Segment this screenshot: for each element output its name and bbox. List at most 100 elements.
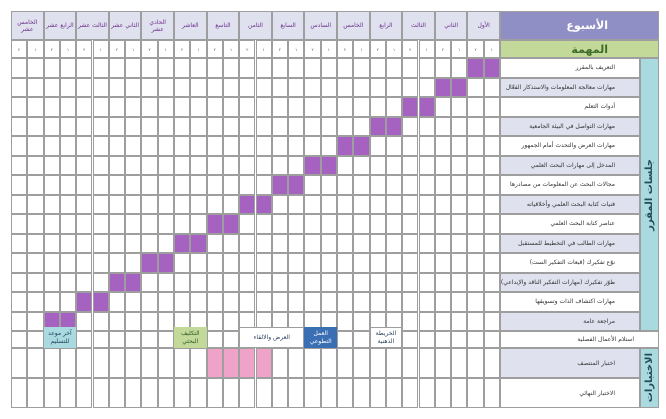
grid-cell: [92, 58, 109, 78]
grid-cell: [125, 116, 142, 136]
grid-cell: [255, 253, 272, 273]
grid-cell: [59, 175, 77, 195]
grid-cell: [125, 136, 142, 156]
exams-sidebar: الاختبارات: [640, 348, 659, 408]
grid-cell: [467, 253, 484, 273]
grid-cell: [125, 194, 142, 214]
half-label: ٢: [402, 40, 419, 58]
grid-cell: [304, 58, 321, 78]
half-label: ١: [483, 40, 500, 58]
grid-cell: [320, 77, 337, 97]
grid-cell: [255, 214, 272, 234]
grid-cell: [141, 331, 158, 348]
half-label: ١: [353, 40, 370, 58]
schedule-bar: [255, 194, 272, 214]
grid-cell: [108, 136, 126, 156]
grid-cell: [369, 175, 386, 195]
grid-cell: [369, 378, 386, 408]
task-label: أدوات التعلم: [500, 97, 640, 117]
grid-cell: [27, 214, 44, 234]
grid-cell: [288, 155, 305, 175]
grid-cell: [108, 253, 126, 273]
grid-cell: [337, 175, 354, 195]
grid-cell: [157, 77, 174, 97]
grid-cell: [43, 175, 60, 195]
grid-cell: [337, 348, 354, 378]
grid-cell: [108, 331, 126, 348]
grid-cell: [434, 292, 452, 312]
grid-cell: [43, 155, 60, 175]
grid-cell: [125, 58, 142, 78]
grid-cell: [483, 116, 500, 136]
grid-cell: [222, 253, 240, 273]
grid-cell: [271, 97, 289, 117]
grid-cell: [418, 116, 435, 136]
grid-cell: [43, 136, 60, 156]
grid-cell: [434, 348, 452, 378]
grid-cell: [288, 378, 305, 408]
grid-cell: [206, 233, 223, 253]
grid-cell: [27, 97, 44, 117]
grid-cell: [337, 116, 354, 136]
grid-cell: [108, 77, 126, 97]
grid-cell: [92, 136, 109, 156]
grid-cell: [206, 155, 223, 175]
grid-cell: [141, 311, 158, 331]
grid-cell: [108, 214, 126, 234]
grid-cell: [353, 155, 370, 175]
grid-cell: [288, 136, 305, 156]
half-label: ٢: [239, 40, 256, 58]
grid-cell: [59, 194, 77, 214]
grid-cell: [27, 348, 44, 378]
grid-cell: [369, 155, 386, 175]
grid-cell: [402, 253, 419, 273]
half-label: ١: [157, 40, 174, 58]
grid-cell: [467, 348, 484, 378]
grid-cell: [418, 292, 435, 312]
task-label: مهارات التواصل في البيئة الجامعية: [500, 116, 640, 136]
grid-cell: [418, 272, 435, 292]
half-label: ٢: [369, 40, 386, 58]
grid-cell: [141, 175, 158, 195]
week-header-9: التاسع: [206, 11, 240, 40]
grid-cell: [418, 348, 435, 378]
grid-cell: [483, 292, 500, 312]
grid-cell: [304, 272, 321, 292]
grid-cell: [369, 253, 386, 273]
grid-cell: [125, 175, 142, 195]
grid-cell: [157, 378, 174, 408]
grid-cell: [255, 155, 272, 175]
grid-cell: [304, 233, 321, 253]
grid-cell: [483, 214, 500, 234]
grid-cell: [369, 77, 386, 97]
task-label: مهارات العرض والتحدث أمام الجمهور: [500, 136, 640, 156]
grid-cell: [451, 348, 468, 378]
grid-cell: [174, 77, 191, 97]
grid-cell: [353, 253, 370, 273]
grid-cell: [141, 97, 158, 117]
grid-cell: [239, 233, 256, 253]
grid-cell: [271, 58, 289, 78]
grid-cell: [11, 116, 28, 136]
assignment-tag: العمل التطوعي: [304, 327, 337, 348]
grid-cell: [320, 58, 337, 78]
grid-cell: [271, 77, 289, 97]
grid-cell: [255, 292, 272, 312]
grid-cell: [255, 233, 272, 253]
grid-cell: [467, 136, 484, 156]
grid-cell: [353, 175, 370, 195]
grid-cell: [92, 214, 109, 234]
half-label: ١: [222, 40, 240, 58]
half-label: ٢: [141, 40, 158, 58]
midterm-window: [239, 348, 256, 378]
grid-cell: [125, 331, 142, 348]
grid-cell: [27, 175, 44, 195]
grid-cell: [125, 214, 142, 234]
grid-cell: [125, 77, 142, 97]
grid-cell: [141, 378, 158, 408]
grid-cell: [255, 58, 272, 78]
grid-cell: [337, 58, 354, 78]
grid-cell: [467, 116, 484, 136]
grid-cell: [27, 136, 44, 156]
grid-cell: [190, 194, 207, 214]
